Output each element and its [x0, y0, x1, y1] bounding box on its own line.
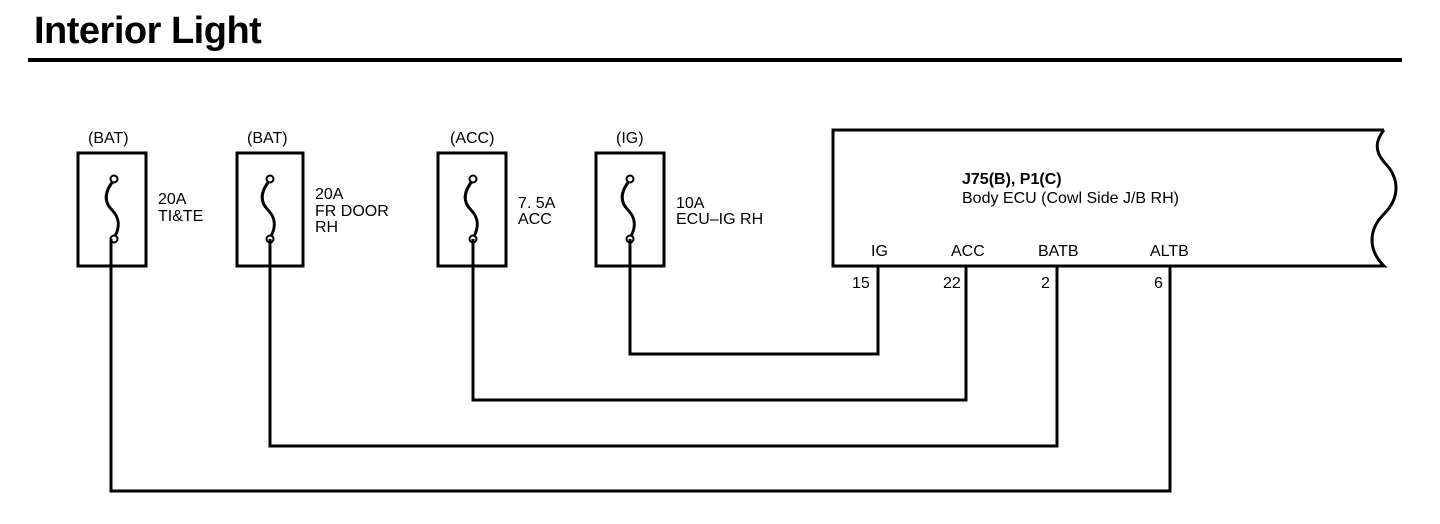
fuse-icon: [104, 179, 120, 239]
wires: [109, 239, 1172, 493]
fuse-source-label: (IG): [616, 130, 644, 147]
ecu-pin-label-altb: ALTB: [1150, 243, 1189, 260]
fuse-ti-te: (BAT) 20A TI&TE: [76, 130, 203, 268]
fuse-icon: [620, 179, 636, 239]
ecu-name-label: Body ECU (Cowl Side J/B RH): [962, 190, 1179, 207]
ecu-pin-number-altb: 6: [1154, 275, 1163, 292]
ecu-pin-number-batb: 2: [1041, 275, 1050, 292]
ecu-outline: [831, 128, 1398, 268]
fuse-amp-label: 20A: [315, 186, 344, 203]
fuse-source-label: (BAT): [247, 130, 288, 147]
wire-altb: [109, 239, 1172, 493]
ecu-pin-number-ig: 15: [852, 275, 870, 292]
wire-batb: [268, 239, 1059, 448]
fuse-name-label: ACC: [518, 211, 552, 228]
fuse-amp-label: 10A: [676, 195, 705, 212]
fuse-name-label: ECU–IG RH: [676, 211, 763, 228]
ecu-pin-label-batb: BATB: [1038, 243, 1079, 260]
fuse-name-label: TI&TE: [158, 208, 203, 225]
ecu-pin-label-ig: IG: [871, 243, 888, 260]
fuse-icon: [260, 179, 276, 239]
wire-acc: [471, 239, 968, 402]
fuse-source-label: (BAT): [88, 130, 129, 147]
ecu-pin-number-acc: 22: [943, 275, 961, 292]
body-ecu: J75(B), P1(C) Body ECU (Cowl Side J/B RH…: [831, 128, 1398, 292]
ecu-connectors-label: J75(B), P1(C): [962, 171, 1062, 188]
fuse-icon: [463, 179, 479, 239]
ecu-pin-label-acc: ACC: [951, 243, 985, 260]
fuse-source-label: (ACC): [450, 130, 494, 147]
fuse-name-label: FR DOOR: [315, 203, 389, 220]
fuse-name-label-line2: RH: [315, 219, 338, 236]
fuse-fr-door-rh: (BAT) 20A FR DOOR RH: [235, 130, 389, 268]
fuse-amp-label: 20A: [158, 191, 187, 208]
fuse-ecu-ig-rh: (IG) 10A ECU–IG RH: [594, 130, 763, 268]
fuse-acc: (ACC) 7. 5A ACC: [436, 130, 556, 268]
wire-ig: [628, 239, 880, 356]
fuse-amp-label: 7. 5A: [518, 195, 556, 212]
page-title: Interior Light: [34, 10, 262, 52]
